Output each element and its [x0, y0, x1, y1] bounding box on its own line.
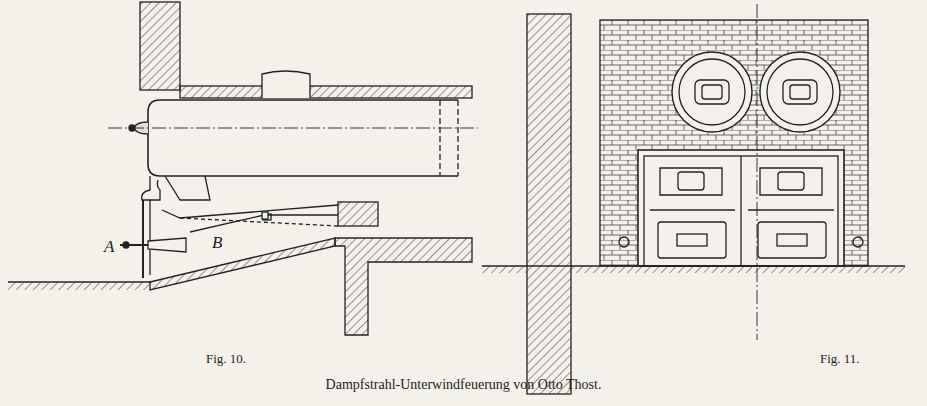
figure-number: Fig. 11. — [820, 352, 860, 365]
figure-number: Fig. 10. — [206, 352, 246, 365]
figure-caption: Dampfstrahl-Unterwindfeuerung von Otto T… — [326, 378, 602, 392]
front-view — [482, 4, 905, 394]
callout-letter: B — [212, 234, 222, 251]
callout-letter: A — [104, 238, 114, 255]
section-view — [8, 2, 478, 335]
